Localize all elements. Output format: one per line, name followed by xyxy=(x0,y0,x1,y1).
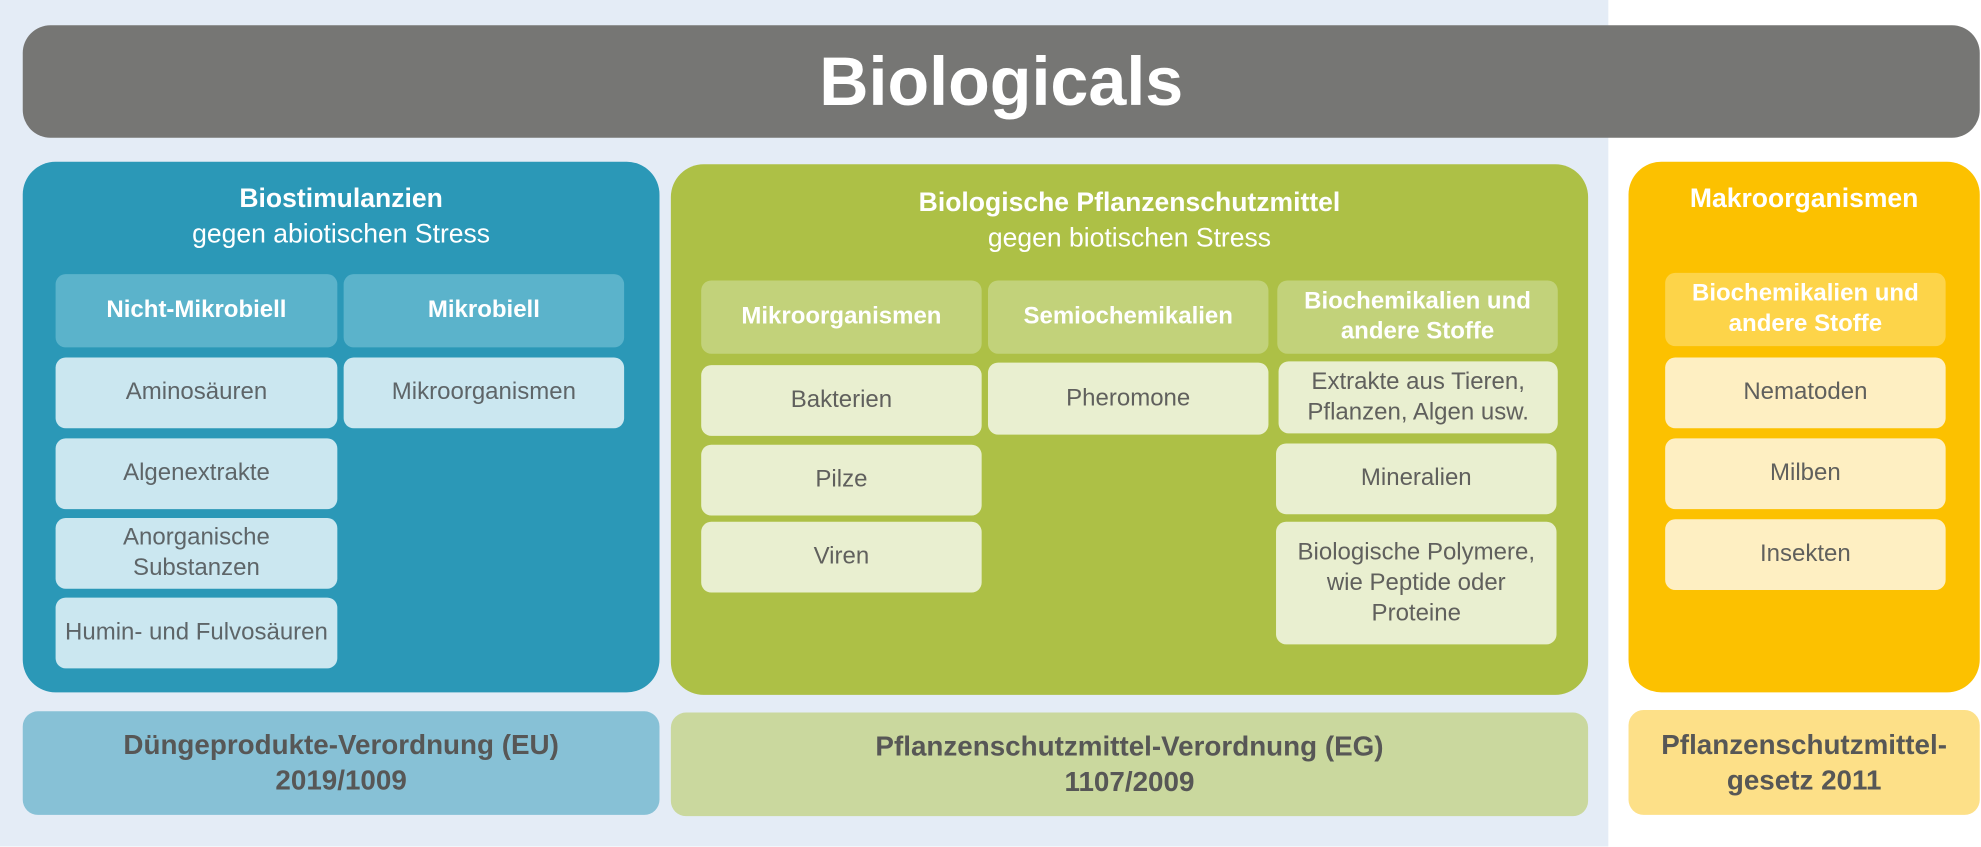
item-viren: Viren xyxy=(701,521,982,593)
item-mikroorganismen-biostim: Mikroorganismen xyxy=(343,357,625,429)
item-humin-fulvosaeuren: Humin- und Fulvosäuren xyxy=(55,597,338,669)
biostimulanzien-subtitle: gegen abiotischen Stress xyxy=(192,219,491,249)
pflanzenschutz-heading: Biologische Pflanzenschutzmittel gegen b… xyxy=(671,186,1588,257)
header-mikroorganismen: Mikroorganismen xyxy=(701,280,982,354)
item-nematoden: Nematoden xyxy=(1665,357,1946,429)
footer-pflanzenschutzmittel-verordnung-text: Pflanzenschutzmittel-Verordnung (EG) 110… xyxy=(875,730,1384,798)
footer-duengeprodukte-text: Düngeprodukte-Verordnung (EU) 2019/1009 xyxy=(123,728,559,796)
item-biologische-polymere: Biologische Polymere, wie Peptide oder P… xyxy=(1276,521,1557,645)
item-pheromone: Pheromone xyxy=(987,362,1269,435)
pflanzenschutz-title: Biologische Pflanzenschutzmittel xyxy=(918,188,1341,218)
item-mineralien: Mineralien xyxy=(1276,443,1557,515)
header-nicht-mikrobiell: Nicht-Mikrobiell xyxy=(55,274,338,348)
header-biochemikalien-makro: Biochemikalien und andere Stoffe xyxy=(1665,272,1946,347)
item-pilze: Pilze xyxy=(701,444,982,516)
pflanzenschutz-subtitle: gegen biotischen Stress xyxy=(987,223,1272,253)
footer-duengeprodukte-verordnung: Düngeprodukte-Verordnung (EU) 2019/1009 xyxy=(22,711,660,815)
header-mikrobiell: Mikrobiell xyxy=(343,274,625,348)
makroorganismen-title: Makroorganismen xyxy=(1689,184,1919,214)
makroorganismen-heading: Makroorganismen xyxy=(1629,182,1980,217)
header-biochemikalien: Biochemikalien und andere Stoffe xyxy=(1277,280,1558,354)
item-milben: Milben xyxy=(1665,438,1946,510)
biostimulanzien-heading: Biostimulanzien gegen abiotischen Stress xyxy=(23,182,660,253)
item-insekten: Insekten xyxy=(1665,519,1946,591)
footer-pflanzenschutzmittelgesetz-text: Pflanzenschutzmittel-gesetz 2011 xyxy=(1661,728,1947,796)
title-banner: Biologicals xyxy=(22,25,1980,138)
item-algenextrakte: Algenextrakte xyxy=(55,438,338,510)
item-extrakte: Extrakte aus Tieren, Pflanzen, Algen usw… xyxy=(1278,361,1558,434)
biostimulanzien-title: Biostimulanzien xyxy=(239,184,443,214)
page-title: Biologicals xyxy=(819,43,1184,120)
item-anorganische-substanzen: Anorganische Substanzen xyxy=(55,517,338,589)
header-semiochemikalien: Semiochemikalien xyxy=(987,280,1269,354)
item-bakterien: Bakterien xyxy=(701,365,982,436)
footer-pflanzenschutzmittelgesetz: Pflanzenschutzmittel-gesetz 2011 xyxy=(1628,710,1980,815)
footer-pflanzenschutzmittel-verordnung: Pflanzenschutzmittel-Verordnung (EG) 110… xyxy=(670,712,1589,817)
item-aminosaeuren: Aminosäuren xyxy=(55,357,338,429)
